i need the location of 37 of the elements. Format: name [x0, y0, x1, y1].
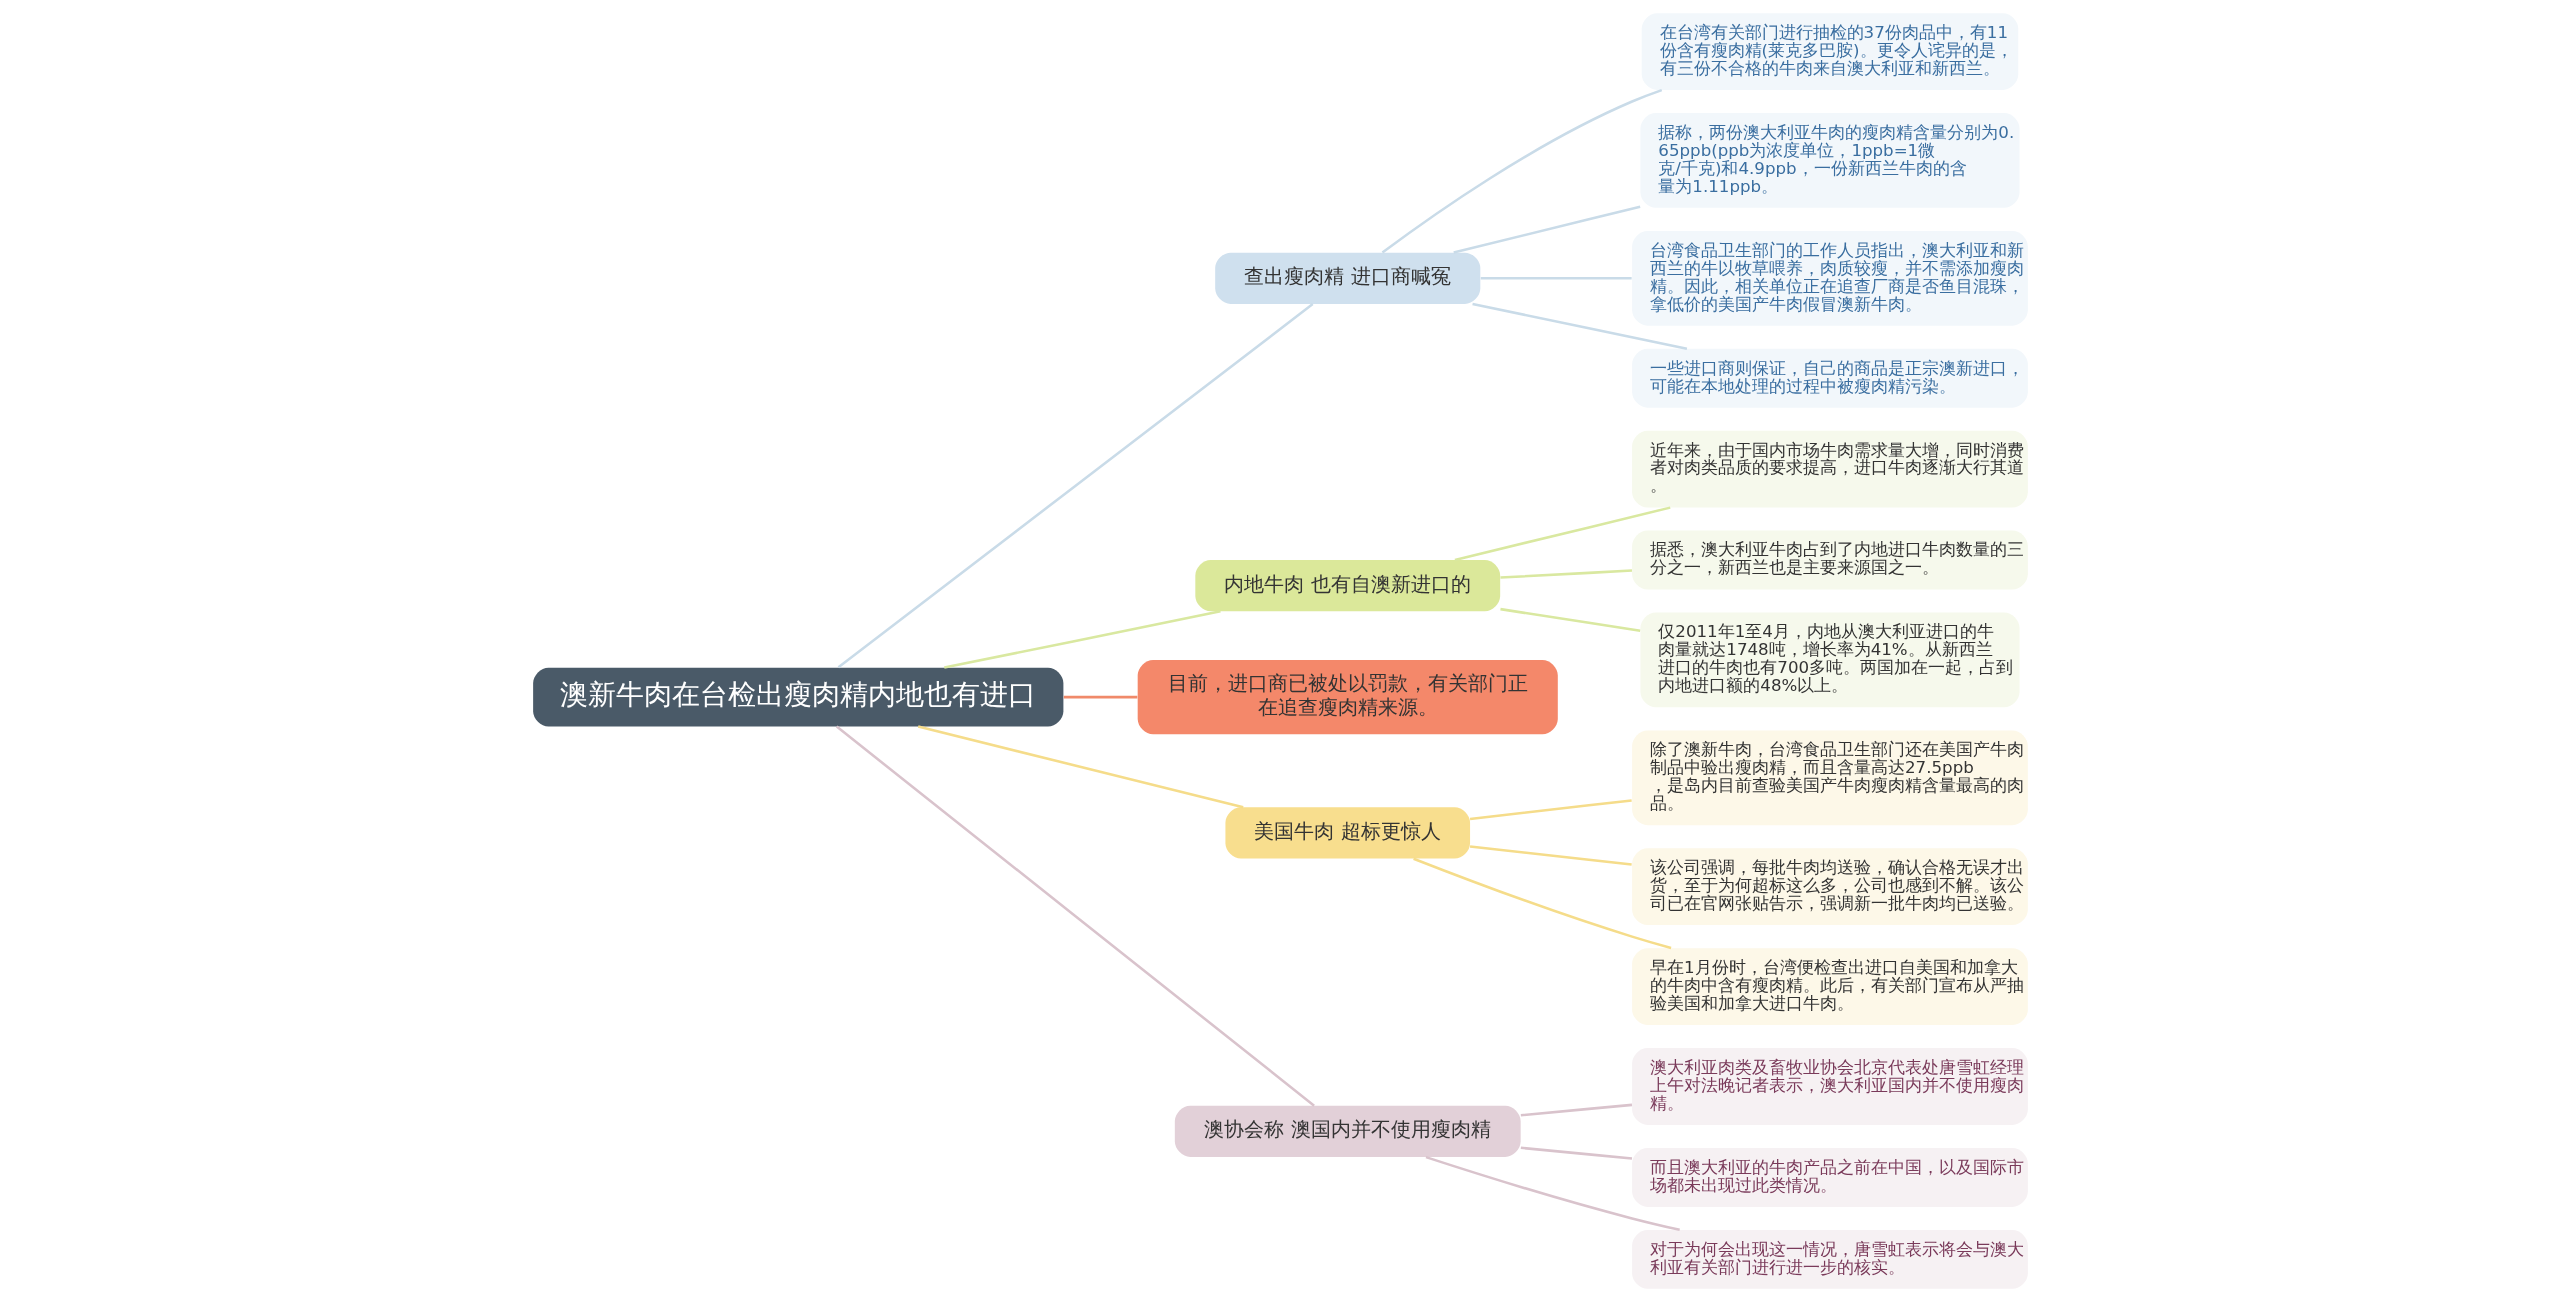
connector: [1499, 607, 1640, 633]
node-box: 仅2011年1至4月，内地从澳大利亚进口的牛肉量就达1748吨，增长率为41%。从新西兰进口的牛肉也有700多吨。两国加在一起，占到内地进口额的48%以上。: [1639, 612, 2020, 708]
node-box: 在台湾有关部门进行抽检的37份肉品中，有11份含有瘦肉精(莱克多巴胺)。更令人诧异的是，有三份不合格的牛肉来自澳大利亚和新西兰。: [1641, 13, 2018, 90]
node-box: 澳大利亚肉类及畜牧业协会北京代表处唐雪虹经理上午对法晚记者表示，澳大利亚国内并不使用瘦肉精。: [1631, 1048, 2028, 1125]
connector: [1520, 1103, 1632, 1117]
node-box: 除了澳新牛肉，台湾食品卫生部门还在美国产牛肉制品中验出瘦肉精，而且含量高达27.5ppb，是岛内目前查验美国产牛肉瘦肉精含量最高的肉品。: [1631, 730, 2028, 826]
connector: [1520, 1146, 1632, 1160]
connector: [837, 303, 1313, 669]
connector: [1381, 88, 1662, 254]
connector: [943, 610, 1221, 669]
node-box: 台湾食品卫生部门的工作人员指出，澳大利亚和新西兰的牛以牧草喂养，肉质较瘦，并不需添加瘦肉精。因此，相关单位正在追查厂商是否鱼目混珠，拿低价的美国产牛肉假冒澳新牛肉。: [1631, 230, 2028, 326]
node-box: 据悉，澳大利亚牛肉占到了内地进口牛肉数量的三分之一，新西兰也是主要来源国之一。: [1631, 530, 2028, 590]
node-box: 美国牛肉 超标更惊人: [1224, 807, 1470, 859]
connector: [1471, 302, 1687, 350]
node-box: 对于为何会出现这一情况，唐雪虹表示将会与澳大利亚有关部门进行进一步的核实。: [1631, 1229, 2028, 1289]
connector: [1499, 569, 1632, 579]
connector: [1469, 845, 1632, 866]
connector: [917, 725, 1243, 809]
node-box: 早在1月份时，台湾便检查出进口自美国和加拿大的牛肉中含有瘦肉精。此后，有关部门宣布从严抽验美国和加拿大进口牛肉。: [1631, 948, 2028, 1025]
connector: [1469, 799, 1632, 821]
node-box: 近年来，由于国内市场牛肉需求量大增，同时消费者对肉类品质的要求提高，进口牛肉逐渐大行其道。: [1631, 430, 2028, 508]
node-box: 目前，进口商已被处以罚款，有关部门正在追查瘦肉精来源。: [1137, 659, 1558, 735]
connector: [1454, 506, 1671, 562]
connector: [1412, 857, 1671, 950]
node-box: 而且澳大利亚的牛肉产品之前在中国，以及国际市场都未出现过此类情况。: [1631, 1147, 2028, 1207]
node-box: 该公司强调，每批牛肉均送验，确认合格无误才出货，至于为何超标这么多，公司也感到不解。该公司已在官网张贴告示，强调新一批牛肉均已送验。: [1631, 848, 2028, 926]
node-box: 据称，两份澳大利亚牛肉的瘦肉精含量分别为0.65ppb(ppb为浓度单位，1ppb=1微克/千克)和4.9ppb，一份新西兰牛肉的含量为1.11ppb。: [1639, 113, 2020, 208]
node-box: 查出瘦肉精 进口商喊冤: [1214, 252, 1480, 304]
connector: [835, 725, 1315, 1107]
connector: [1063, 695, 1137, 699]
connector: [1425, 1155, 1680, 1232]
node-box: 一些进口商则保证，自己的商品是正宗澳新进口，可能在本地处理的过程中被瘦肉精污染。: [1631, 348, 2028, 408]
node-box: 澳协会称 澳国内并不使用瘦肉精: [1174, 1105, 1521, 1157]
connector: [1452, 205, 1640, 254]
connector: [1480, 277, 1632, 280]
node-box: 内地牛肉 也有自澳新进口的: [1194, 560, 1500, 612]
node-box: 澳新牛肉在台检出瘦肉精内地也有进口: [532, 667, 1063, 727]
